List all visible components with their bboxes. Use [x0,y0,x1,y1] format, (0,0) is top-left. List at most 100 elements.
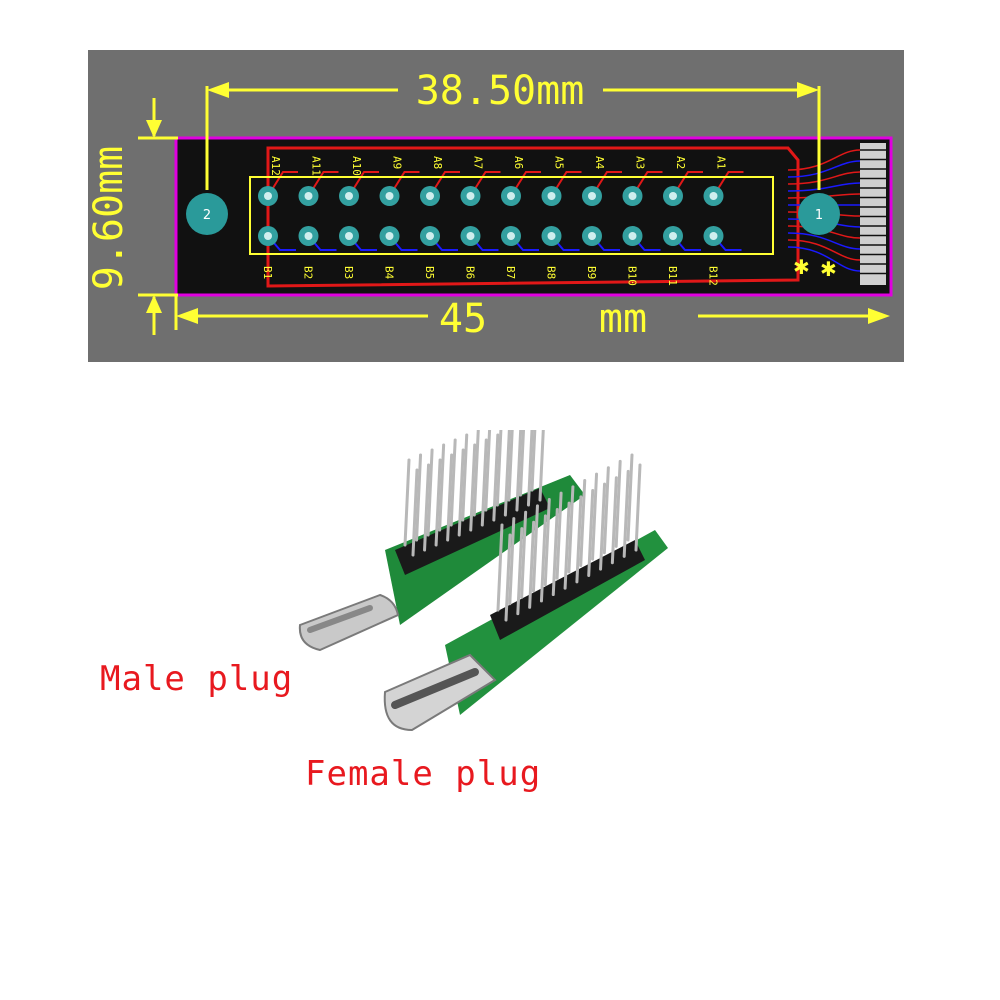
pcb-board-outline [174,136,893,297]
bottom-pin-label: B3 [342,266,355,279]
header-pin [515,430,523,512]
length-dimension [174,295,890,330]
top-pin-label: A11 [310,156,323,176]
header-pin [492,433,500,522]
female-header-pins [496,453,642,622]
pad-drill [669,192,677,200]
top-pin-label: A6 [512,156,525,169]
header-pin [579,478,587,567]
width-dimension [205,82,821,190]
header-pin [626,453,634,542]
silkscreen-glyph-2: ✱ [820,257,837,281]
pad-drill [264,192,272,200]
header-pin [495,430,503,507]
header-pin [555,491,563,580]
top-pin-label: A8 [431,156,444,169]
male-usb-c-connector [298,593,400,652]
header-pin [622,469,630,558]
top-pin-label: A10 [350,156,363,176]
header-pin [484,430,492,512]
female-plug-board [383,453,668,732]
bottom-pin-label: B7 [504,266,517,279]
header-pin [567,485,575,574]
pad-drill [709,232,718,240]
top-pin-label: A3 [634,156,647,169]
top-pin-label: A9 [391,156,404,169]
top-pin-label: A7 [472,156,485,169]
bottom-pin-label: B9 [585,266,598,279]
female-header-base [490,540,645,640]
top-pin-label: A12 [269,156,282,176]
header-pin [469,443,477,532]
header-pin [563,501,571,590]
width-dimension-label: 38.50mm [416,68,585,114]
header-pin [446,453,454,542]
pad-drill [385,192,394,200]
pad-drill [588,232,596,240]
fanout-trace [787,225,861,239]
pad-drill [345,232,353,240]
bottom-pin-label: B5 [423,266,436,279]
header-pin [434,458,442,547]
header-pin [503,430,511,517]
usb-c-footprint [860,143,886,285]
fanout-trace [787,193,861,199]
pad-drill [426,232,434,240]
header-pin [526,430,534,507]
bottom-pin-label: B12 [707,266,720,286]
mounting-hole-2 [186,193,228,235]
mounting-hole-1-label: 1 [815,208,823,223]
pad-drill [547,232,556,240]
header-pin [551,508,559,597]
female-usb-c-connector [383,653,497,732]
fanout-trace [787,246,861,272]
header-pin [507,430,514,502]
height-dimension-label: 9.60mm [88,146,132,291]
header-pin [602,466,610,555]
header-pin [518,430,526,497]
header-pin [634,463,642,552]
header-pin [480,438,488,527]
bottom-pin-label: B4 [383,266,396,280]
header-pin [426,448,434,537]
header-pin [543,498,551,587]
fanout-trace [787,171,861,185]
male-header-base [395,488,550,575]
usb-c-contact-lines [860,149,886,275]
pad-drill [304,232,313,240]
header-pin [504,533,512,622]
female-plug-label: Female plug [305,754,542,794]
pad-drill [466,192,475,200]
header-pin [599,482,607,571]
fanout-trace [787,160,861,178]
header-pin [411,468,419,557]
header-pin [496,523,504,612]
pad-drill [466,232,475,240]
length-dimension-unit: mm [599,296,647,342]
fanout-trace [787,232,861,250]
header-pin [415,453,423,542]
pad-drill [507,232,515,240]
bottom-pin-label: B6 [464,266,477,279]
mounting-hole-2-label: 2 [203,208,211,223]
header-pin [457,448,465,537]
male-plug-board [298,430,585,652]
mounting-hole-1 [798,193,840,235]
pad-drill [264,232,272,240]
pad-drill [709,192,718,200]
top-pin-label: A2 [674,156,687,169]
top-pin-label: A5 [553,156,566,169]
header-pin [587,488,595,577]
pad-drill [385,232,394,240]
bottom-pin-label: B8 [545,266,558,279]
header-pin [508,517,516,606]
header-pin [530,430,537,492]
pin-pads [258,186,724,246]
top-pin-label: A4 [593,156,606,170]
header-pin [520,510,528,599]
bottom-pin-label: B10 [626,266,639,286]
copper-top-outline [266,146,800,288]
